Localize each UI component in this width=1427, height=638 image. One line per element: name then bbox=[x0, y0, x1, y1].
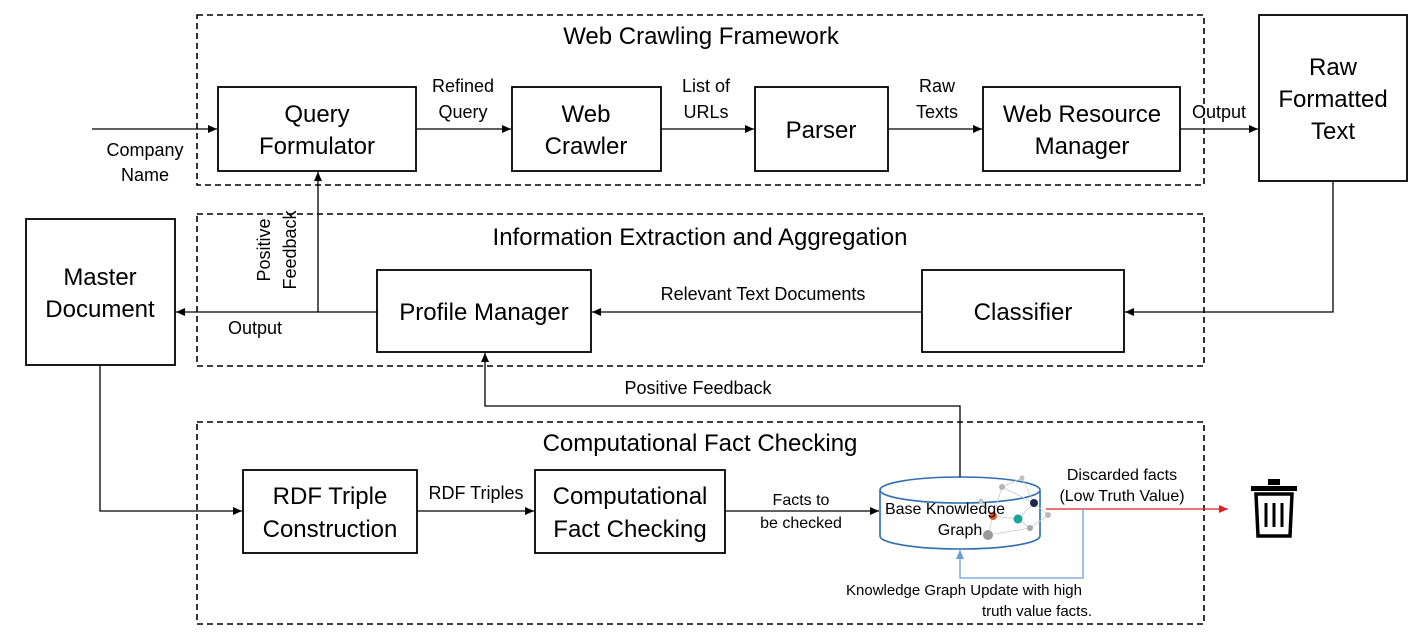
graph-node bbox=[978, 498, 984, 504]
graph-node bbox=[989, 512, 997, 520]
classifier-box: Classifier bbox=[921, 269, 1125, 353]
master-document-line1: Master bbox=[63, 264, 136, 291]
company-name-label-line1: Company bbox=[106, 140, 183, 160]
graph-node bbox=[983, 530, 993, 540]
base-knowledge-graph-line1: Base Knowledge bbox=[885, 501, 1005, 518]
web-resource-manager-line1: Web Resource bbox=[1003, 101, 1161, 128]
svg-text:Discarded facts(Low Truth Valu: Discarded facts (Low Truth Value) bbox=[1059, 467, 1184, 505]
master-document-line2: Document bbox=[45, 296, 155, 323]
fact-checking-title: Computational Fact Checking bbox=[543, 430, 858, 457]
graph-node bbox=[1027, 525, 1033, 531]
web-crawler-line2: Crawler bbox=[545, 133, 628, 160]
web-crawling-framework-container bbox=[196, 14, 1205, 186]
raw-formatted-text-line1: Raw bbox=[1309, 54, 1358, 81]
rdf-triples-label: RDF Triples bbox=[428, 483, 523, 503]
raw-formatted-text-line3: Text bbox=[1311, 118, 1355, 145]
trash-bin-icon bbox=[1251, 479, 1297, 538]
kg-update-line2: truth value facts. bbox=[982, 603, 1092, 620]
parser-label: Parser bbox=[786, 117, 857, 144]
list-of-urls-label-line2: URLs bbox=[683, 102, 728, 122]
parser-box: Parser bbox=[754, 86, 889, 172]
refined-query-label-line1: Refined bbox=[432, 76, 494, 96]
positive-feedback-vertical-line1: Positive bbox=[254, 218, 274, 281]
positive-feedback-vertical-line2: Feedback bbox=[280, 209, 300, 289]
rdf-triple-line1: RDF Triple bbox=[273, 483, 388, 510]
query-formulator-line2: Formulator bbox=[259, 133, 375, 160]
classifier-label: Classifier bbox=[974, 299, 1073, 326]
web-crawling-framework-title: Web Crawling Framework bbox=[563, 23, 840, 50]
discarded-facts-line2: (Low Truth Value) bbox=[1059, 488, 1184, 505]
web-crawler-line1: Web bbox=[562, 101, 611, 128]
computational-fact-checking-line2: Fact Checking bbox=[553, 516, 706, 543]
refined-query-label-line2: Query bbox=[438, 102, 487, 122]
raw-formatted-text-line2: Formatted bbox=[1278, 86, 1387, 113]
raw-text-to-classifier-arrow bbox=[1125, 181, 1334, 316]
knowledge-graph-cylinder-icon bbox=[879, 490, 1041, 550]
list-of-urls-label-line1: List of bbox=[682, 76, 731, 96]
web-resource-manager-line2: Manager bbox=[1035, 133, 1130, 160]
kg-positive-feedback-arrow bbox=[481, 353, 961, 477]
raw-texts-label-line1: Raw bbox=[919, 76, 956, 96]
graph-node bbox=[1013, 514, 1023, 524]
query-formulator-line1: Query bbox=[284, 101, 349, 128]
facts-to-be-checked-line1: Facts to bbox=[773, 492, 830, 509]
facts-to-be-checked-line2: be checked bbox=[760, 515, 842, 532]
graph-node bbox=[1019, 475, 1025, 481]
relevant-text-documents-label: Relevant Text Documents bbox=[661, 284, 866, 304]
graph-node bbox=[1030, 499, 1038, 507]
fact-checking-container bbox=[196, 421, 1205, 625]
svg-text:Knowledge Graph Update with hi: Knowledge Graph Update with high truth va… bbox=[846, 582, 1092, 620]
graph-node bbox=[1045, 512, 1051, 518]
rdf-triple-line2: Construction bbox=[263, 516, 398, 543]
master-to-rdf-arrow bbox=[99, 365, 242, 515]
kg-update-arrow bbox=[956, 509, 1084, 579]
company-name-label-line2: Name bbox=[121, 165, 169, 185]
kg-update-line1: Knowledge Graph Update with high bbox=[846, 582, 1082, 599]
discarded-facts-line1: Discarded facts bbox=[1067, 467, 1177, 484]
profile-manager-label: Profile Manager bbox=[399, 299, 568, 326]
computational-fact-checking-line1: Computational bbox=[553, 483, 708, 510]
profile-manager-box: Profile Manager bbox=[376, 269, 592, 353]
graph-node bbox=[999, 484, 1005, 490]
information-extraction-container bbox=[196, 213, 1205, 367]
output-middle-label: Output bbox=[228, 318, 282, 338]
positive-feedback-horizontal-label: Positive Feedback bbox=[624, 378, 772, 398]
output-top-label: Output bbox=[1192, 102, 1246, 122]
raw-texts-label-line2: Texts bbox=[916, 102, 958, 122]
information-extraction-title: Information Extraction and Aggregation bbox=[493, 224, 908, 251]
base-knowledge-graph-line2: Graph bbox=[938, 522, 982, 539]
